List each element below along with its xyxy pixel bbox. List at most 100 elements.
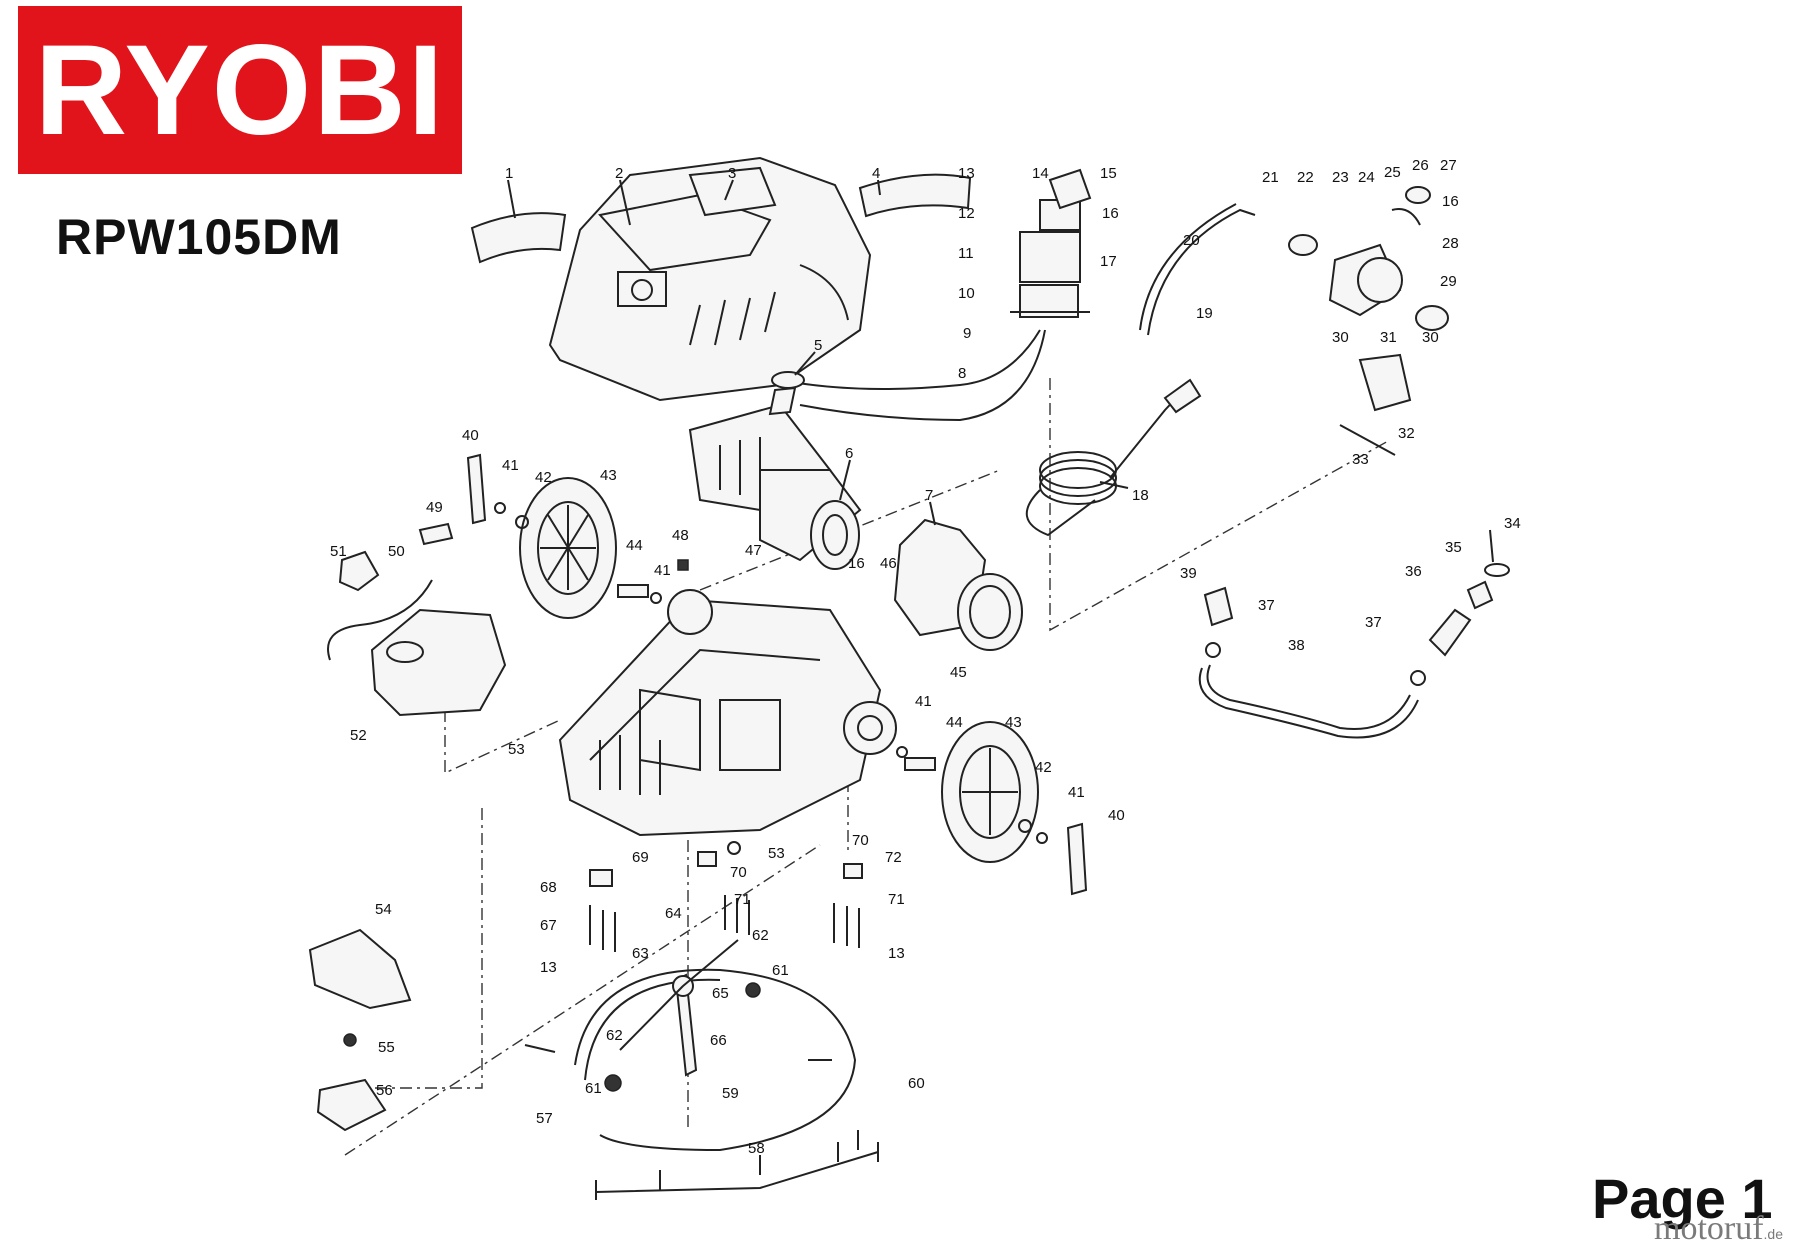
callout-69: 69: [632, 849, 649, 866]
callout-64: 64: [665, 905, 682, 922]
callout-5: 5: [814, 337, 822, 354]
callout-57: 57: [536, 1110, 553, 1127]
fastener-48: [677, 559, 689, 571]
callout-labels: 1 2 3 4 5 6 7 8 9 10 11 12 13 14 15 16 1…: [330, 157, 1521, 1157]
screw-set: [589, 895, 860, 952]
logo-text: RYOBI: [35, 19, 446, 162]
pump-assembly: [1139, 186, 1449, 456]
washer-41: [896, 746, 908, 758]
bracket-40: [466, 453, 487, 525]
callout-2: 2: [615, 165, 623, 182]
callout-10: 10: [958, 285, 975, 302]
callout-48: 48: [672, 527, 689, 544]
model-number: RPW105DM: [56, 209, 342, 265]
spray-ring: [574, 939, 857, 1152]
callout-46: 46: [880, 555, 897, 572]
callout-44-b: 44: [946, 714, 963, 731]
callout-40-b: 40: [1108, 807, 1125, 824]
plate-56: [316, 1078, 387, 1132]
label-sticker-1: [470, 212, 567, 264]
callout-41-c: 41: [915, 693, 932, 710]
callout-52: 52: [350, 727, 367, 744]
callout-65: 65: [712, 985, 729, 1002]
callout-13-b: 13: [540, 959, 557, 976]
page-number: Page 1: [1592, 1167, 1773, 1230]
callout-22: 22: [1297, 169, 1314, 186]
label-sticker-4: [858, 173, 972, 218]
switch-knob-15: [1048, 168, 1092, 210]
callout-4: 4: [872, 165, 880, 182]
axle-44: [617, 584, 649, 598]
callout-49: 49: [426, 499, 443, 516]
callout-38: 38: [1288, 637, 1305, 654]
callout-50: 50: [388, 543, 405, 560]
callout-71-b: 71: [888, 891, 905, 908]
callout-33: 33: [1352, 451, 1369, 468]
wheel-left: [519, 477, 617, 619]
callout-20: 20: [1183, 232, 1200, 249]
callout-8: 8: [958, 365, 966, 382]
callout-41: 41: [502, 457, 519, 474]
callout-29: 29: [1440, 273, 1457, 290]
callout-28: 28: [1442, 235, 1459, 252]
watermark-name: motoruf: [1654, 1210, 1764, 1247]
callout-70-b: 70: [730, 864, 747, 881]
callout-27: 27: [1440, 157, 1457, 174]
callout-59: 59: [722, 1085, 739, 1102]
callout-43: 43: [600, 467, 617, 484]
callout-34: 34: [1504, 515, 1521, 532]
callout-21: 21: [1262, 169, 1279, 186]
callout-6: 6: [845, 445, 853, 462]
assembly-line: [444, 710, 561, 775]
callout-62: 62: [752, 927, 769, 944]
callout-66: 66: [710, 1032, 727, 1049]
callout-3: 3: [728, 165, 736, 182]
callout-13-c: 13: [888, 945, 905, 962]
callout-39: 39: [1180, 565, 1197, 582]
callout-60: 60: [908, 1075, 925, 1092]
washer-42: [515, 515, 529, 529]
connector-68: [589, 869, 613, 887]
callout-32: 32: [1398, 425, 1415, 442]
callout-68: 68: [540, 879, 557, 896]
callout-7: 7: [925, 487, 933, 504]
callout-9: 9: [963, 325, 971, 342]
outlet-duct: [893, 518, 1023, 651]
callout-71: 71: [734, 891, 751, 908]
assembly-line: [344, 844, 821, 1156]
callout-36: 36: [1405, 563, 1422, 580]
switch-assembly: [779, 168, 1092, 422]
bolts-60: [524, 1044, 879, 1200]
callout-61-b: 61: [585, 1080, 602, 1097]
callout-23: 23: [1332, 169, 1349, 186]
outlet-hose-assembly: [1198, 563, 1510, 739]
callout-67: 67: [540, 917, 557, 934]
washer-42: [1018, 819, 1032, 833]
washer-41: [494, 502, 506, 514]
callout-14: 14: [1032, 165, 1049, 182]
callout-15: 15: [1100, 165, 1117, 182]
water-tank: [327, 522, 507, 717]
callout-16: 16: [1102, 205, 1119, 222]
callout-44: 44: [626, 537, 643, 554]
screw-55: [343, 1033, 357, 1047]
callout-16-b: 16: [1442, 193, 1459, 210]
watermark: motoruf.de: [1654, 1210, 1783, 1248]
motor-assembly: [688, 371, 862, 570]
callout-43-b: 43: [1005, 714, 1022, 731]
callout-47: 47: [745, 542, 762, 559]
power-cord: [1025, 378, 1202, 537]
callout-30: 30: [1332, 329, 1349, 346]
front-guard-54: [308, 928, 412, 1010]
callout-25: 25: [1384, 164, 1401, 181]
assembly-lines: [344, 378, 1391, 1156]
callout-37-b: 37: [1365, 614, 1382, 631]
callout-53: 53: [508, 741, 525, 758]
callout-70: 70: [852, 832, 869, 849]
assembly-line: [1049, 378, 1391, 632]
callout-54: 54: [375, 901, 392, 918]
washer-41: [1036, 832, 1048, 844]
leader-lines: [507, 179, 1494, 563]
callout-17: 17: [1100, 253, 1117, 270]
